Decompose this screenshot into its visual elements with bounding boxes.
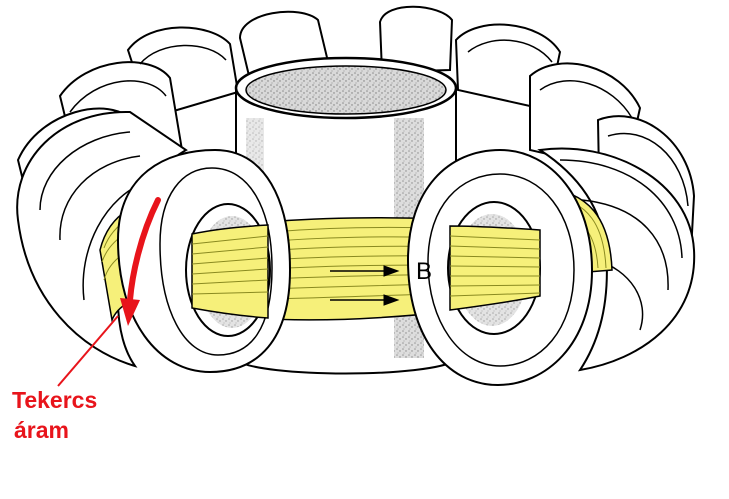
back-coil-2 bbox=[378, 5, 454, 74]
red-curved-arrow-icon bbox=[120, 197, 161, 326]
coil-current-label-line2: áram bbox=[14, 417, 69, 443]
plasma-band-through-right bbox=[449, 225, 541, 311]
coil-current-label-line1: Tekercs bbox=[12, 387, 97, 413]
field-label-b: B bbox=[416, 258, 432, 285]
leader-line bbox=[57, 315, 119, 387]
field-direction-arrow-icon bbox=[330, 265, 400, 306]
